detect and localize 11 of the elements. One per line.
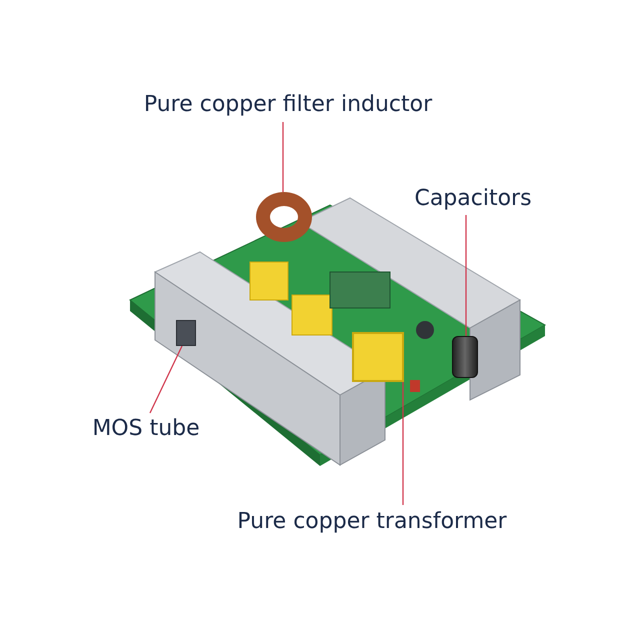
part-label: Pure copper transformer bbox=[216, 505, 528, 539]
part-label: MOS tube bbox=[82, 413, 210, 445]
inductor-toroid bbox=[256, 192, 312, 242]
transformer bbox=[352, 332, 404, 382]
capacitor bbox=[452, 336, 478, 378]
transistor bbox=[176, 320, 196, 346]
leader-line bbox=[402, 382, 404, 505]
leader-line bbox=[282, 122, 284, 192]
part-label: Capacitors bbox=[402, 183, 544, 215]
leader-line bbox=[149, 346, 183, 414]
part-label: Pure copper filter inductor bbox=[118, 88, 458, 122]
